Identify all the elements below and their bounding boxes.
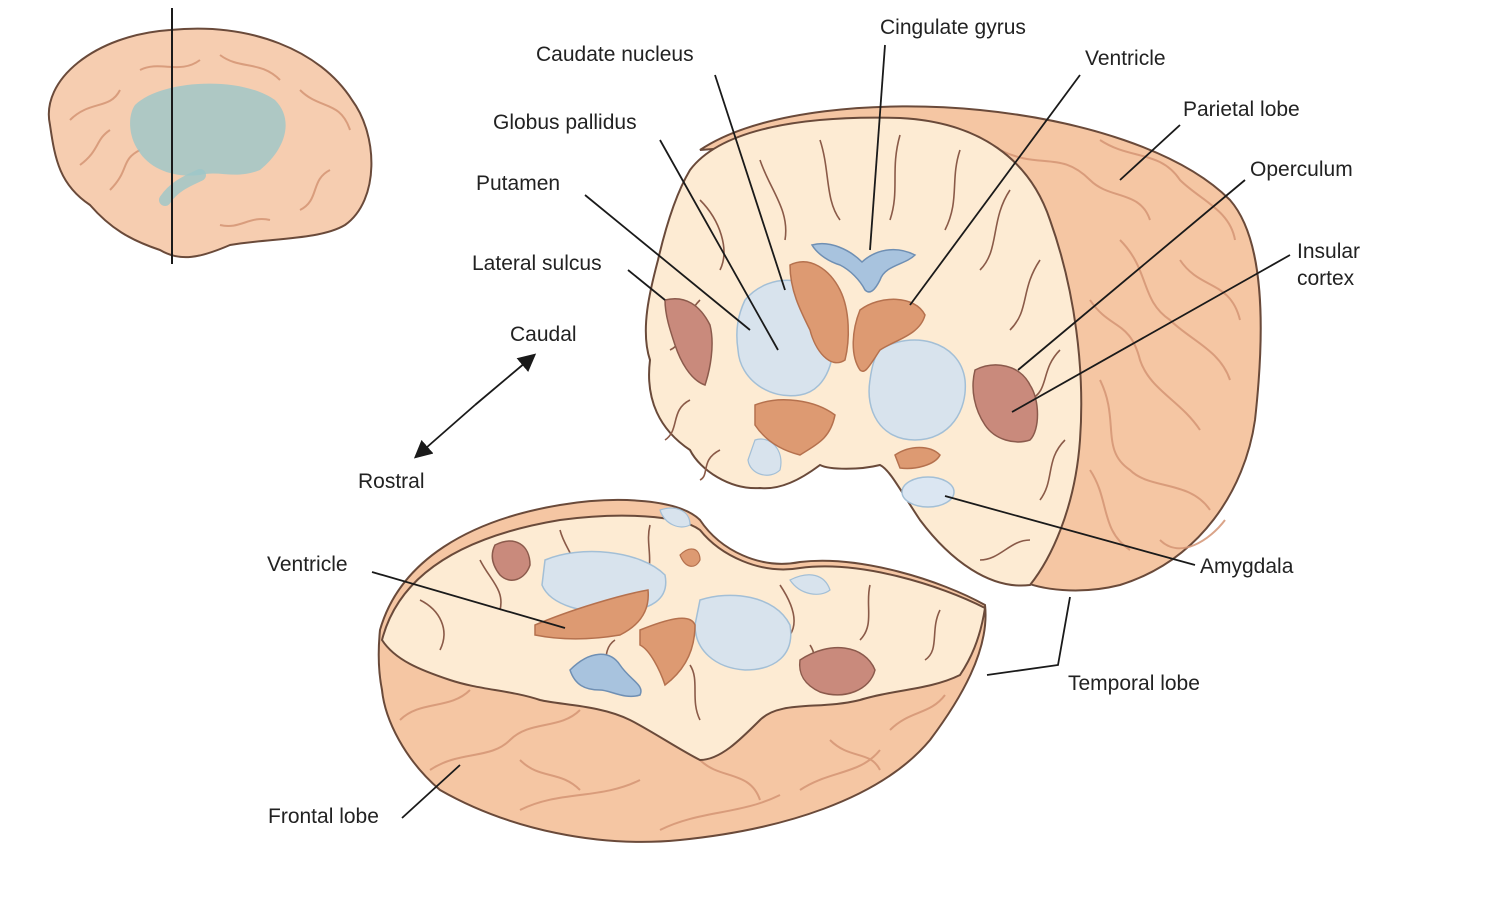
label-ventricle-upper: Ventricle bbox=[1085, 47, 1166, 70]
leader-lateral-sulcus bbox=[627, 269, 666, 301]
leader-frontal-lobe bbox=[401, 764, 461, 819]
arrow-caudal bbox=[474, 353, 537, 406]
label-amygdala: Amygdala bbox=[1200, 555, 1294, 578]
rostral-left-ventricle bbox=[534, 589, 649, 640]
amygdala-shape bbox=[901, 476, 955, 508]
arrow-rostral bbox=[413, 404, 476, 459]
leader-lines bbox=[371, 44, 1291, 819]
label-ventricle-lower: Ventricle bbox=[267, 553, 348, 576]
labels: Caudate nucleus Cingulate gyrus Ventricl… bbox=[267, 16, 1360, 828]
leader-caudate-nucleus bbox=[714, 74, 786, 291]
inset-ventricle-shape bbox=[130, 83, 286, 176]
label-frontal-lobe: Frontal lobe bbox=[268, 805, 379, 828]
caudal-lateral-ventricle-blue bbox=[810, 243, 917, 293]
label-temporal-lobe: Temporal lobe bbox=[1068, 672, 1200, 695]
label-caudal: Caudal bbox=[510, 323, 577, 346]
leader-amygdala bbox=[944, 495, 1196, 566]
inset-lateral-brain bbox=[47, 8, 373, 264]
rostral-right-insula bbox=[798, 646, 876, 696]
label-globus-pallidus: Globus pallidus bbox=[493, 111, 637, 134]
orientation-arrow bbox=[413, 353, 537, 459]
inset-ventricle-horn bbox=[159, 169, 206, 206]
label-operculum: Operculum bbox=[1250, 158, 1353, 181]
leader-cingulate-gyrus bbox=[869, 44, 886, 251]
label-cingulate-gyrus: Cingulate gyrus bbox=[880, 16, 1026, 39]
caudal-left-insula bbox=[664, 298, 713, 386]
rostral-left-insula bbox=[491, 540, 531, 581]
rostral-top-blue bbox=[659, 507, 691, 528]
caudal-slab bbox=[644, 105, 1262, 592]
rostral-right-top-blue bbox=[789, 574, 831, 595]
rostral-right-ventricle bbox=[639, 617, 696, 687]
caudal-inferior-horn-right bbox=[894, 446, 941, 470]
label-lateral-sulcus: Lateral sulcus bbox=[472, 252, 602, 275]
label-caudate-nucleus: Caudate nucleus bbox=[536, 43, 694, 66]
rostral-right-caudate-putamen bbox=[694, 594, 792, 671]
leader-insular-cortex bbox=[1011, 254, 1291, 413]
label-parietal-lobe: Parietal lobe bbox=[1183, 98, 1300, 121]
leader-putamen bbox=[584, 194, 751, 331]
insular-cortex-shape bbox=[972, 364, 1039, 443]
label-insular: Insular bbox=[1297, 240, 1360, 263]
leader-parietal-lobe bbox=[1119, 124, 1181, 181]
rostral-slab bbox=[377, 499, 987, 843]
caudal-right-putamen bbox=[868, 339, 967, 441]
leader-ventricle-upper bbox=[909, 74, 1081, 306]
caudal-left-amygdala bbox=[747, 438, 782, 476]
caudal-left-ventricle bbox=[789, 261, 850, 364]
rostral-blue-ventricle bbox=[569, 653, 642, 698]
leader-temporal-lobe bbox=[986, 596, 1071, 676]
label-cortex: cortex bbox=[1297, 267, 1355, 290]
label-putamen: Putamen bbox=[476, 172, 560, 195]
leader-ventricle-lower bbox=[371, 571, 566, 629]
leader-globus-pallidus bbox=[659, 139, 779, 351]
rostral-small-ventricle bbox=[679, 548, 701, 567]
caudal-inferior-horn-left bbox=[754, 399, 836, 456]
leader-operculum bbox=[1017, 179, 1246, 371]
label-rostral: Rostral bbox=[358, 470, 425, 493]
caudal-right-ventricle bbox=[852, 298, 926, 372]
